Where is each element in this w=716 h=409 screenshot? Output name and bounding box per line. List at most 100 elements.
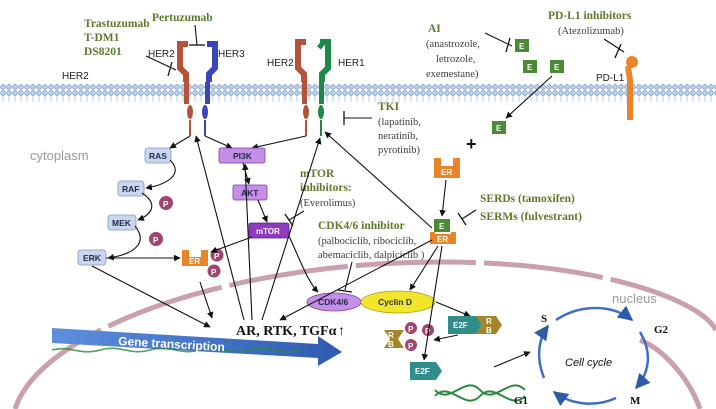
- cell-membrane: [0, 84, 716, 102]
- dna-helix: [434, 384, 526, 402]
- rb-p-r-label: R: [388, 331, 394, 340]
- tdm1-label: T-DM1: [84, 32, 120, 44]
- cdk-inhibit-bar: [337, 289, 353, 293]
- pdl1-inhibitors-label: PD-L1 inhibitors: [548, 10, 632, 22]
- mek-phospho: P: [149, 232, 163, 246]
- tki-drug-2: neratinib,: [378, 131, 418, 142]
- estrogen-group: E E E E: [492, 39, 564, 134]
- akt-node: AKT: [232, 184, 268, 201]
- targets-label: AR, RTK, TGFα: [236, 324, 337, 339]
- er-eer-arrow: [439, 179, 447, 217]
- mtor-label: mTOR: [256, 227, 280, 236]
- trastuzumab-inhibit-bar: [167, 61, 173, 77]
- rb-r-label: R: [486, 317, 492, 326]
- plus-sign: +: [466, 134, 477, 154]
- ras-node: RAS: [144, 147, 172, 164]
- serms-label: SERMs (fulvestrant): [480, 211, 582, 223]
- ai-label: AI: [428, 23, 441, 35]
- serd-inhibit-line: [461, 209, 477, 220]
- phase-s: S: [541, 313, 547, 325]
- her3-label: HER3: [218, 49, 245, 60]
- nucleus-label: nucleus: [612, 291, 657, 306]
- mek-label: MEK: [112, 218, 132, 228]
- mtor-inhibitors-sub: (Everolimus): [300, 198, 356, 209]
- er-transcription-arrow: [199, 281, 214, 319]
- targets-her2-feedback: [194, 135, 245, 321]
- eer-her1-arrow: [324, 131, 433, 229]
- rb-p-b-label: B: [388, 340, 394, 349]
- cyclind-label: Cyclin D: [378, 297, 412, 307]
- her-ras-arrow: [169, 135, 191, 149]
- her2-her3-dimer: [177, 41, 218, 136]
- cell-cycle-diagram: Cell cycle S G2 M G1: [514, 305, 669, 407]
- pdl1-protein: [625, 56, 638, 120]
- er-cytoplasm: ER P P: [182, 248, 224, 278]
- rb-phosphorylated: R B P P P: [384, 322, 434, 351]
- ai-inhibit-line: [484, 32, 513, 47]
- erk-label: ERK: [83, 253, 102, 263]
- e-er-e-label: E: [439, 222, 445, 231]
- raf-mek-arrow: [137, 192, 153, 221]
- rb-p1: P: [408, 325, 414, 334]
- estrogen-entry-arrow: [505, 75, 553, 119]
- ai-drug-3: exemestane): [426, 69, 479, 80]
- eer-targets-arrow: [279, 239, 433, 321]
- e-er-er-label: ER: [437, 235, 448, 244]
- ras-raf-arrow: [145, 159, 176, 191]
- er-receptor: ER: [434, 158, 460, 178]
- pdl1-label: PD-L1: [596, 73, 625, 84]
- ai-drug-2: letrozole,: [436, 54, 475, 65]
- er-receptor-label: ER: [441, 168, 452, 177]
- e-er-complex: E ER: [430, 219, 456, 244]
- erk-transcription-arrow: [91, 265, 211, 328]
- tki-label: TKI: [378, 101, 400, 113]
- her-pi3k-arrow: [204, 135, 233, 149]
- cdk46-cyclind-complex: CDK4/6 Cyclin D: [306, 290, 436, 314]
- mtor-inhibitors-label-1: mTOR: [300, 168, 335, 180]
- cytoplasm-label: cytoplasm: [30, 148, 89, 163]
- her1-label: HER1: [338, 58, 365, 69]
- raf-p-label: P: [163, 200, 169, 209]
- mek-p-label: P: [153, 236, 159, 245]
- cdk46-label: CDK4/6: [318, 297, 349, 307]
- her2-left-label: HER2: [62, 71, 89, 82]
- rb-release-arrow: [433, 334, 459, 343]
- gene-transcription-arrow: Gene transcription: [51, 328, 342, 366]
- ai-drug-1: (anastrozole,: [426, 39, 480, 50]
- ai-inhibit-bar: [505, 37, 511, 53]
- er-cyto-p1: P: [214, 252, 220, 261]
- cell-cycle-label: Cell cycle: [565, 357, 612, 369]
- erk-node: ERK: [77, 249, 107, 266]
- e-er-e2f-arrow: [421, 245, 443, 361]
- raf-phospho: P: [159, 196, 173, 210]
- mtor-inhibit-bar: [284, 213, 294, 227]
- ds8201-label: DS8201: [84, 46, 122, 58]
- ras-label: RAS: [149, 151, 167, 161]
- e2f-free-label: E2F: [415, 367, 430, 376]
- tki-drug-1: (lapatinib,: [378, 117, 421, 128]
- pi3k-label: PI3K: [233, 151, 253, 161]
- akt-mtor-arrow: [257, 199, 268, 223]
- phase-g1: G1: [514, 395, 528, 407]
- raf-node: RAF: [117, 180, 145, 197]
- mtor-er-arrow: [210, 236, 253, 254]
- her2-her1-dimer: [295, 38, 331, 136]
- mtor-cdk-arrow: [288, 235, 319, 293]
- mtor-inhibit-line: [288, 210, 305, 221]
- rb-p3: P: [408, 342, 414, 351]
- gene-transcription-label: Gene transcription: [118, 334, 225, 354]
- cdk-inhibitor-drugs-2: abemaciclib, dalpiciclib ): [318, 250, 425, 261]
- pi3k-node: PI3K: [218, 147, 266, 164]
- tki-drug-3: pyrotinib): [378, 145, 420, 156]
- rb-b-label: B: [486, 326, 492, 335]
- mtor-node: mTOR: [248, 222, 290, 239]
- pertuzumab-label: Pertuzumab: [152, 12, 213, 24]
- pdl1-inhibit-bar: [614, 43, 622, 59]
- her2-label-b: HER2: [267, 58, 294, 69]
- nuclear-envelope: [12, 259, 716, 409]
- trastuzumab-label: Trastuzumab: [84, 18, 150, 30]
- estrogen-e1: E: [519, 42, 525, 51]
- serds-label: SERDs (tamoxifen): [480, 193, 575, 205]
- akt-label: AKT: [241, 188, 259, 198]
